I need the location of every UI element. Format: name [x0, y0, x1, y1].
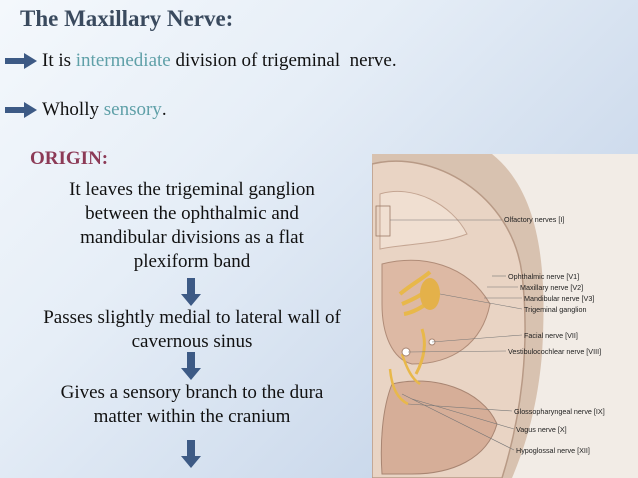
flow-line: matter within the cranium — [93, 406, 291, 427]
label-trigeminal-ganglion: Trigeminal ganglion — [524, 305, 586, 314]
bullet-intermediate: It is intermediate division of trigemina… — [4, 50, 397, 72]
label-facial: Facial nerve [VII] — [524, 331, 578, 340]
bullet-text-before: Wholly — [42, 99, 104, 120]
bullet-accent-word: sensory — [103, 99, 162, 120]
flow-line: Passes slightly medial to lateral wall o… — [43, 307, 341, 328]
flow-line: It leaves the trigeminal ganglion — [69, 179, 315, 200]
flow-line: mandibular divisions as a flat — [80, 227, 304, 248]
label-mandibular: Mandibular nerve [V3] — [524, 294, 594, 303]
skull-base-illustration: Olfactory nerves [I] Ophthalmic nerve [V… — [372, 154, 605, 478]
arrow-bullet-icon — [5, 53, 37, 69]
bullet-text-before: It is — [42, 50, 76, 71]
label-olfactory: Olfactory nerves [I] — [504, 215, 564, 224]
down-arrow-icon — [181, 352, 201, 380]
origin-heading: ORIGIN: — [30, 148, 109, 169]
label-glossopharyngeal: Glossopharyngeal nerve [IX] — [514, 407, 605, 416]
label-hypoglossal: Hypoglossal nerve [XII] — [516, 446, 590, 455]
flow-step-3: Gives a sensory branch to the dura matte… — [0, 381, 384, 429]
bullet-sensory: Wholly sensory. — [4, 99, 167, 121]
slide-title: The Maxillary Nerve: — [20, 6, 234, 31]
bullet-text-after: division of trigeminal nerve. — [170, 50, 397, 71]
label-maxillary: Maxillary nerve [V2] — [520, 283, 583, 292]
label-vagus: Vagus nerve [X] — [516, 425, 567, 434]
flow-line: plexiform band — [133, 251, 251, 272]
down-arrow-icon — [181, 440, 201, 468]
flow-line: cavernous sinus — [131, 331, 253, 352]
flow-line: Gives a sensory branch to the dura — [60, 382, 324, 403]
flow-step-1: It leaves the trigeminal ganglion betwee… — [0, 178, 384, 274]
label-ophthalmic: Ophthalmic nerve [V1] — [508, 272, 579, 281]
flow-step-2: Passes slightly medial to lateral wall o… — [0, 306, 384, 354]
skull-base-figure: Olfactory nerves [I] Ophthalmic nerve [V… — [372, 154, 638, 478]
bullet-text-after: . — [161, 99, 167, 120]
bullet-accent-word: intermediate — [75, 50, 171, 71]
arrow-bullet-icon — [5, 102, 37, 118]
flow-line: between the ophthalmic and — [85, 203, 299, 224]
label-vestibulocochlear: Vestibulocochlear nerve [VIII] — [508, 347, 601, 356]
down-arrow-icon — [181, 278, 201, 306]
